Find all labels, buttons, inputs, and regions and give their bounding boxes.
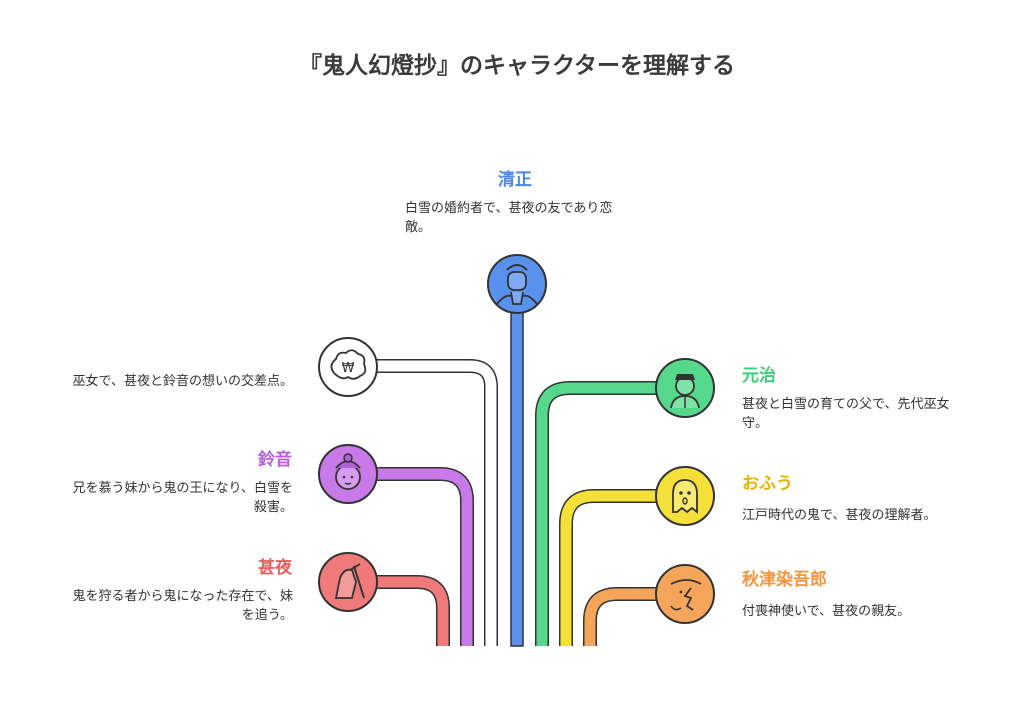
demon-hunter-icon	[318, 552, 378, 612]
name-motoharu: 元治	[742, 366, 776, 386]
girl-face-icon	[318, 444, 378, 504]
scholar-face-icon	[487, 254, 547, 314]
name-akitsu: 秋津染吾郎	[742, 570, 827, 590]
desc-shrine-maiden: 巫女で、甚夜と鈴音の想いの交差点。	[72, 374, 293, 389]
desc-motoharu: 甚夜と白雪の育ての父で、先代巫女守。	[742, 397, 950, 431]
coin-cloud-icon: ₩	[318, 337, 378, 397]
connector-ofuu	[559, 489, 665, 646]
name-suzune: 鈴音	[258, 450, 292, 470]
man-portrait-icon	[655, 358, 715, 418]
page-title: 『鬼人幻燈抄』のキャラクターを理解する	[298, 53, 736, 79]
desc-akitsu: 付喪神使いで、甚夜の親友。	[742, 604, 911, 619]
desc-ofuu: 江戸時代の鬼で、甚夜の理解者。	[742, 508, 937, 523]
svg-text:₩: ₩	[342, 361, 355, 376]
connector-suzune	[370, 467, 474, 646]
connector-kiyomasa	[510, 299, 524, 647]
name-jinya: 甚夜	[258, 558, 292, 578]
name-ofuu: おふう	[742, 474, 793, 494]
desc-jinya: 鬼を狩る者から鬼になった存在で、妹を追う。	[72, 589, 293, 623]
ghost-icon	[655, 466, 715, 526]
desc-kiyomasa: 白雪の婚約者で、甚夜の友であり恋敵。	[405, 201, 613, 235]
profile-face-icon	[655, 564, 715, 624]
name-kiyomasa: 清正	[498, 170, 532, 190]
desc-suzune: 兄を慕う妹から鬼の王になり、白雪を殺害。	[72, 481, 293, 515]
